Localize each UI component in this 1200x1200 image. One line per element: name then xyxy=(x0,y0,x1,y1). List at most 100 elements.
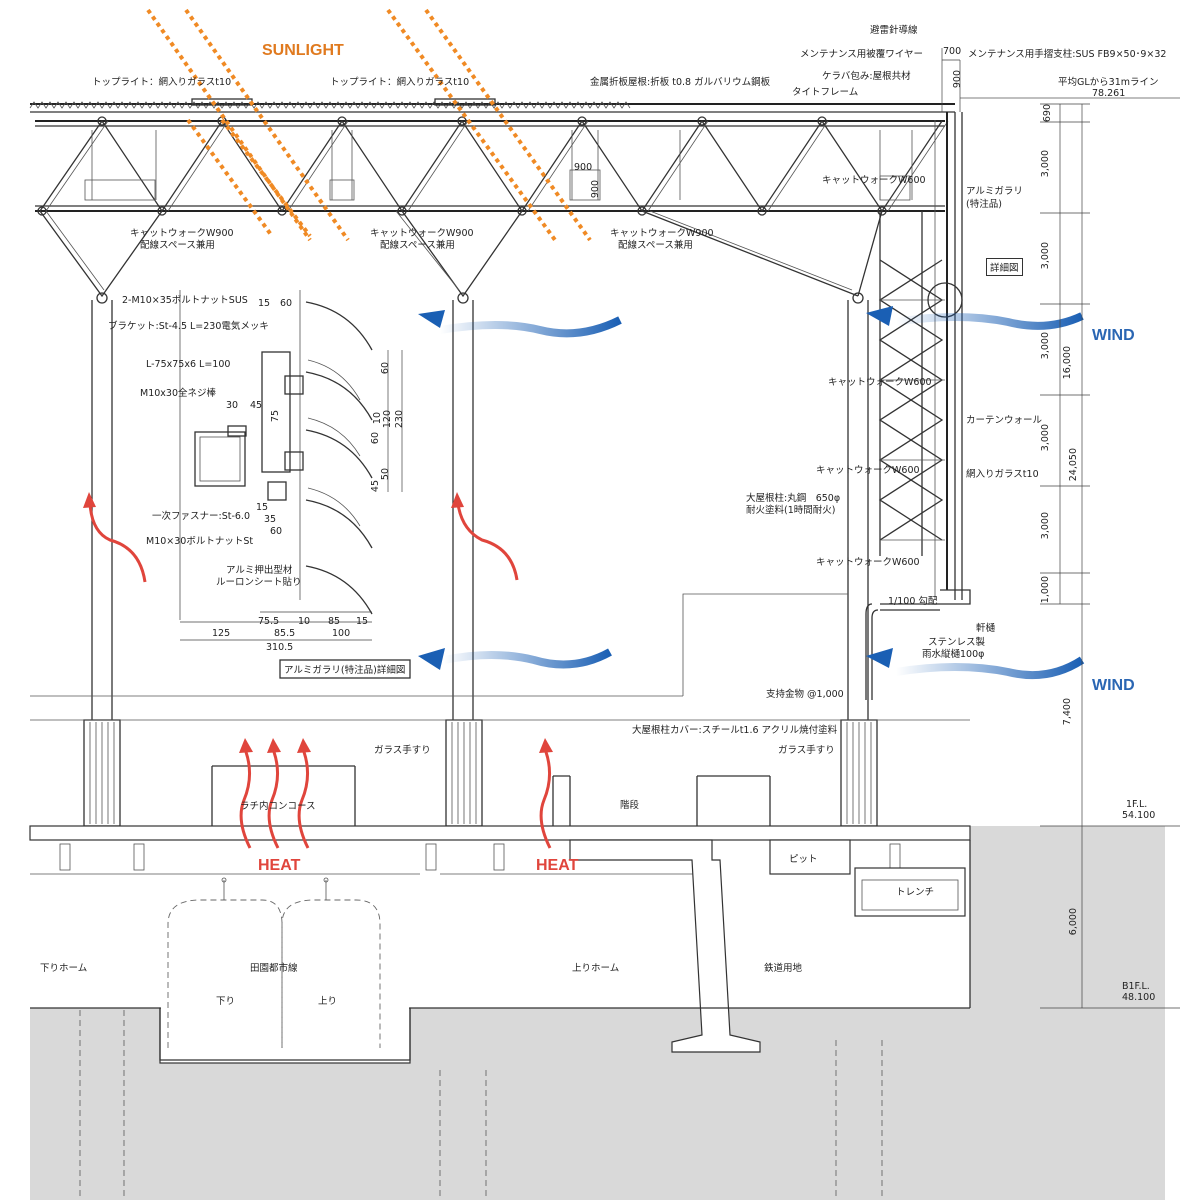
curtain-wall-facade xyxy=(30,112,971,700)
fl1-label: 1F.L. xyxy=(1126,799,1148,810)
trench-label: トレンチ xyxy=(896,887,935,898)
det-dim-r60: 60 xyxy=(380,362,391,375)
support-label: 支持金物 @1,000 xyxy=(766,689,844,700)
dim-3000-3: 3,000 xyxy=(1040,332,1051,360)
dim-700: 700 xyxy=(943,46,962,57)
catwalk-w900-right-2: 配線スペース兼用 xyxy=(618,240,693,251)
det-dim-r50: 50 xyxy=(380,468,391,481)
det-dim-b15: 15 xyxy=(256,502,269,513)
detail-extrusion-label-1: アルミ押出型材 xyxy=(226,565,293,576)
b1fl-level: 48.100 xyxy=(1122,992,1156,1003)
rail-land-label: 鉄道用地 xyxy=(764,963,803,974)
roof-truss xyxy=(35,116,949,298)
det-dim-h10: 10 xyxy=(298,616,311,627)
up-platform-label: 上りホーム xyxy=(572,963,620,974)
main-column-label-1: 大屋根柱:丸鋼 650φ xyxy=(746,493,841,504)
det-dim-60: 60 xyxy=(280,298,293,309)
det-dim-b35: 35 xyxy=(264,514,277,525)
dim-7400: 7,400 xyxy=(1062,698,1073,726)
det-dim-h310-5: 310.5 xyxy=(266,642,294,653)
wind-label-lower: WIND xyxy=(1092,677,1135,694)
fl1-level: 54.100 xyxy=(1122,810,1156,821)
lightning-wire-label: 避雷針導線 xyxy=(870,25,918,36)
det-dim-r45: 45 xyxy=(370,480,381,493)
det-dim-30: 30 xyxy=(226,400,239,411)
ground-mass xyxy=(30,826,1165,1200)
wind-arrows xyxy=(418,306,1085,680)
roof-label: 金属折板屋根:折板 t0.8 ガルバリウム鋼板 xyxy=(590,77,771,88)
dim-1000: 1,000 xyxy=(1040,576,1051,604)
avg-gl-label: 平均GLから31mライン xyxy=(1058,77,1159,88)
sunlight-rays xyxy=(146,8,592,242)
wind-label-upper: WIND xyxy=(1092,327,1135,344)
det-dim-h75-5: 75.5 xyxy=(258,616,280,627)
louver-detail-inset xyxy=(179,290,411,679)
maint-post-label: メンテナンス用手摺支柱:SUS FB9×50･9×32 xyxy=(968,49,1167,60)
det-dim-r120: 120 xyxy=(382,410,393,429)
det-dim-h125: 125 xyxy=(212,628,231,639)
pit-label: ピット xyxy=(789,854,818,865)
keraba-label: ケラバ包み:屋根共材 xyxy=(822,71,911,82)
heat-arrows xyxy=(83,492,553,849)
train-outlines xyxy=(167,877,381,1048)
catwalk-w900-right-1: キャットウォークW900 xyxy=(610,228,714,239)
det-dim-r60b: 60 xyxy=(370,432,381,445)
detail-fastener-label: 一次ファスナー:St-6.0 xyxy=(152,511,250,522)
det-dim-h100: 100 xyxy=(332,628,351,639)
maint-wire-label: メンテナンス用被覆ワイヤー xyxy=(800,49,924,60)
heat-label-right: HEAT xyxy=(536,857,579,874)
dim-690: 690 xyxy=(1042,104,1053,123)
detail-bolt2-label: M10×30ボルトナットSt xyxy=(146,536,254,547)
catwalk-w600-top: キャットウォークW600 xyxy=(822,175,926,186)
det-dim-h85-5: 85.5 xyxy=(274,628,296,639)
dim-24050: 24,050 xyxy=(1068,448,1079,482)
drain-pipe-label-1: ステンレス製 xyxy=(928,637,986,648)
detail-bolt1-label: 2-M10×35ボルトナットSUS xyxy=(122,295,248,306)
up-train-label: 上り xyxy=(318,996,338,1007)
curtain-wall-label: カーテンウォール xyxy=(966,415,1043,426)
det-dim-h15: 15 xyxy=(356,616,369,627)
catwalk-w600-3: キャットウォークW600 xyxy=(816,465,920,476)
detail-angle-label: L-75x75x6 L=100 xyxy=(146,359,231,370)
dim-3000-1: 3,000 xyxy=(1040,150,1051,178)
concourse-floor xyxy=(29,719,971,1061)
detail-title-box xyxy=(279,659,411,679)
dim-16000: 16,000 xyxy=(1062,346,1073,380)
detail-label: 詳細図 xyxy=(986,258,1023,276)
dim-6000: 6,000 xyxy=(1068,908,1079,936)
alumi-louver-label-2: (特注品) xyxy=(966,199,1002,210)
dim-3000-4: 3,000 xyxy=(1040,424,1051,452)
catwalk-w600-2: キャットウォークW600 xyxy=(828,377,932,388)
det-dim-b60: 60 xyxy=(270,526,283,537)
detail-bracket-label: ブラケット:St-4.5 L=230電気メッキ xyxy=(108,321,269,332)
stairs-label: 階段 xyxy=(620,800,640,811)
eave-gutter-label: 軒樋 xyxy=(976,623,996,634)
glass-rail-right-label: ガラス手すり xyxy=(778,745,835,756)
dimension-lines xyxy=(941,48,1180,1009)
drain-pipe-label-2: 雨水縦樋100φ xyxy=(922,649,985,660)
sunlight-label: SUNLIGHT xyxy=(262,42,344,59)
b1fl-label: B1F.L. xyxy=(1122,981,1150,992)
detail-title: アルミガラリ(特注品)詳細図 xyxy=(284,665,406,676)
alumi-louver-label-1: アルミガラリ xyxy=(966,186,1023,197)
catwalk-w900-left-2: 配線スペース兼用 xyxy=(140,240,215,251)
slope-label: 1/100 勾配 xyxy=(888,596,938,607)
avg-gl-level: 78.261 xyxy=(1092,88,1126,99)
catwalk-w900-left-1: キャットウォークW900 xyxy=(130,228,234,239)
glass-rail-left-label: ガラス手すり xyxy=(374,745,431,756)
det-dim-15: 15 xyxy=(258,298,271,309)
det-dim-r230: 230 xyxy=(394,410,405,429)
dim-900-top: 900 xyxy=(952,70,963,89)
det-dim-75: 75 xyxy=(270,410,281,423)
det-dim-45: 45 xyxy=(250,400,263,411)
truss-dim-900-a: 900 xyxy=(574,162,593,173)
truss-dim-900-b: 900 xyxy=(590,180,601,199)
down-train-label: 下り xyxy=(216,996,236,1007)
dim-3000-2: 3,000 xyxy=(1040,242,1051,270)
toplight-label-left: トップライト：網入りガラスt10 xyxy=(92,77,232,88)
det-dim-h85: 85 xyxy=(328,616,341,627)
detail-rod-label: M10x30全ネジ棒 xyxy=(140,388,216,399)
catwalk-w900-mid-2: 配線スペース兼用 xyxy=(380,240,455,251)
down-platform-label: 下りホーム xyxy=(40,963,88,974)
